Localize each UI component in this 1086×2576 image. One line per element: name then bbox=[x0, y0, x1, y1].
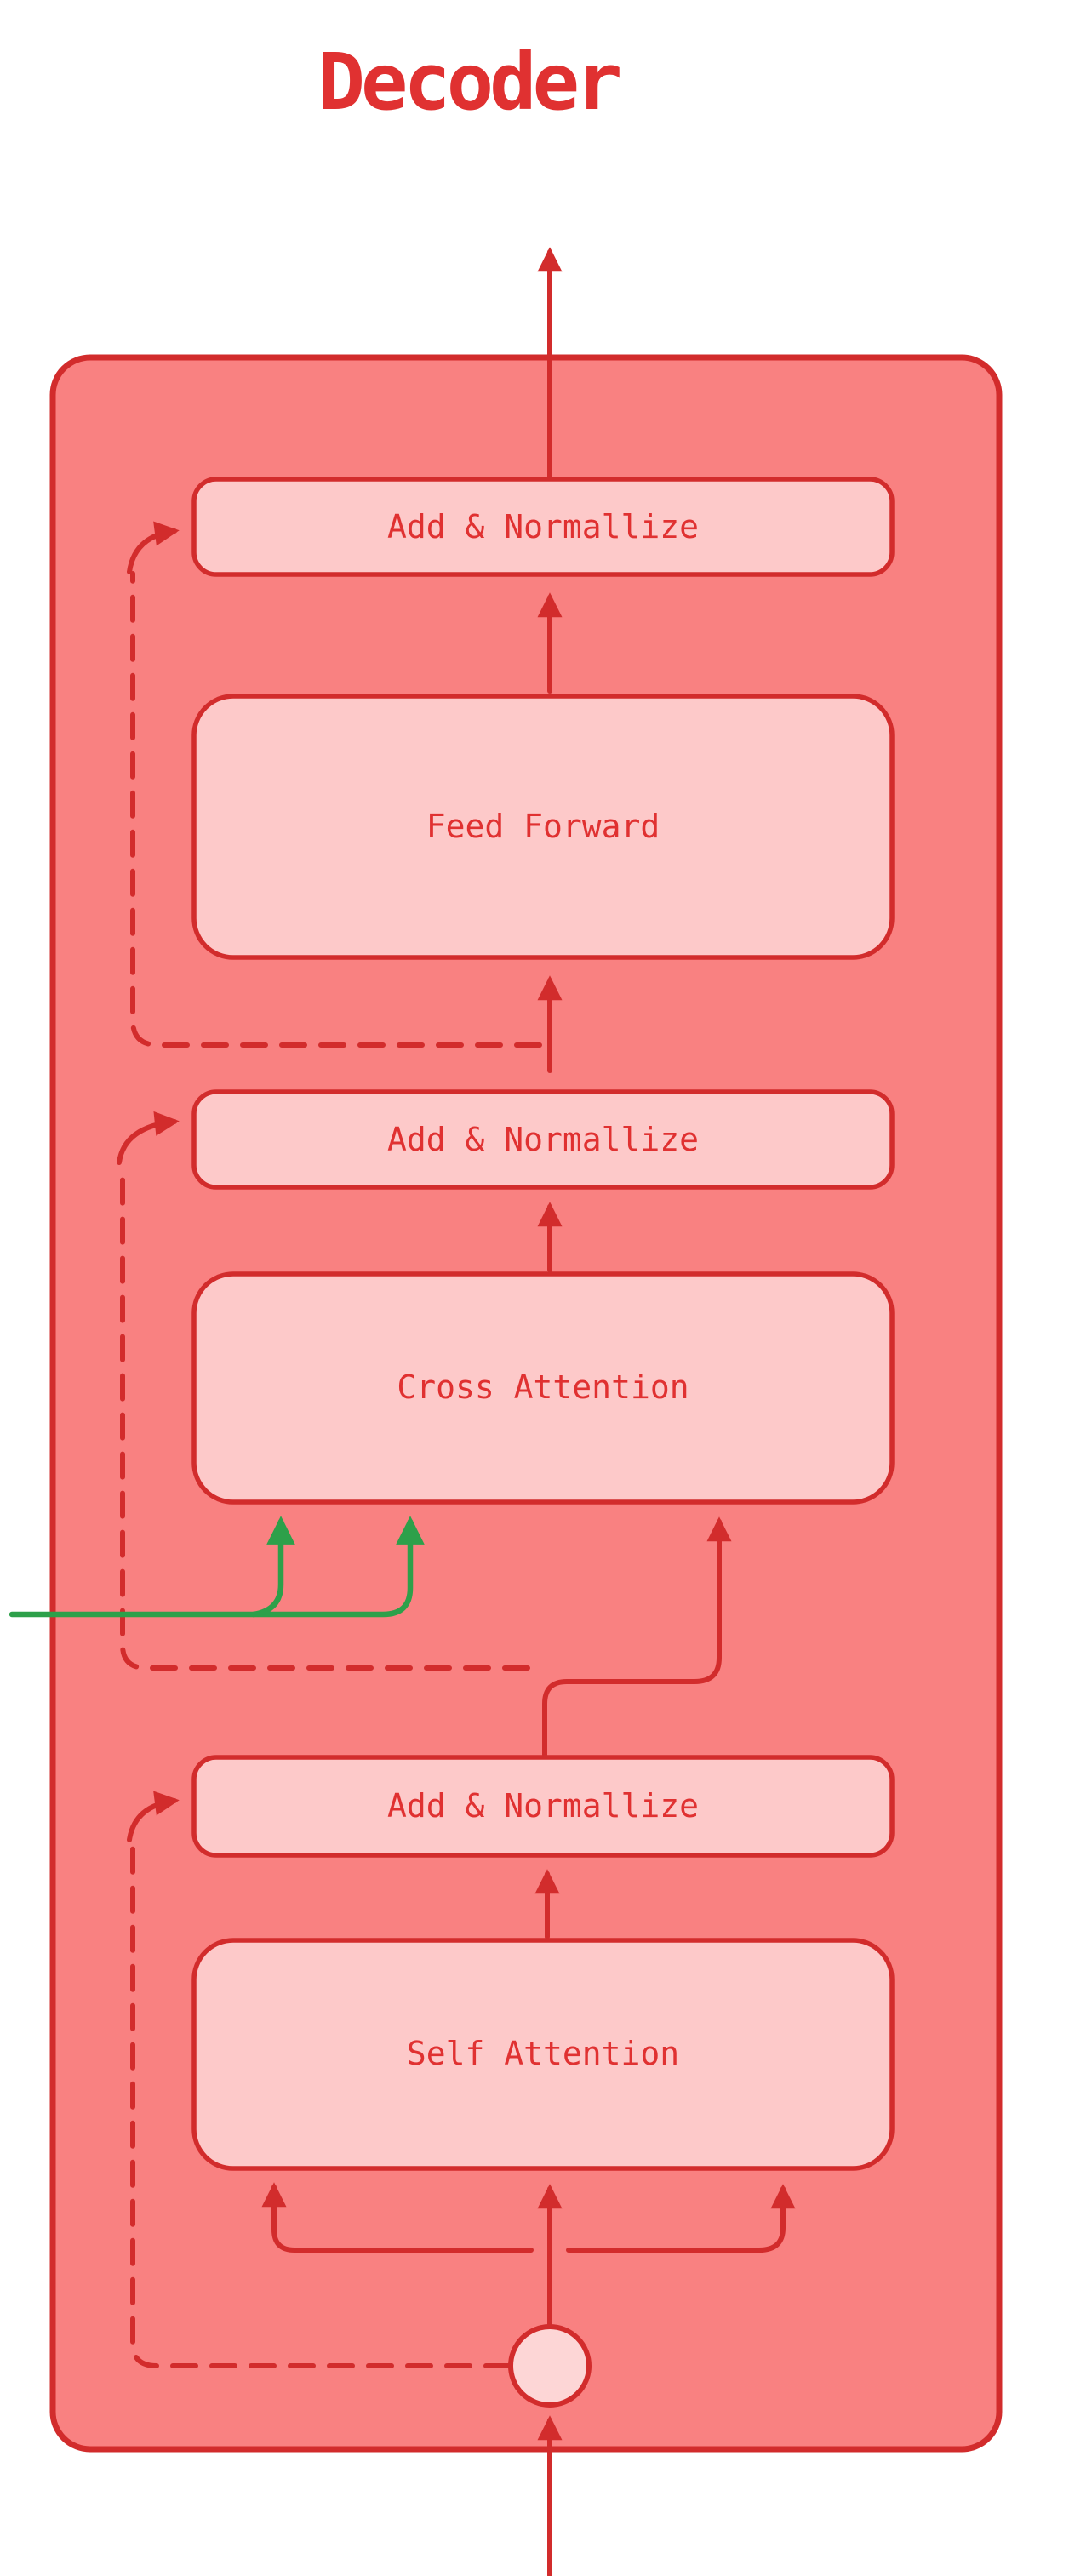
input-split-circle bbox=[508, 2324, 592, 2408]
feed-forward-block bbox=[191, 694, 895, 960]
residual-middle-arrowhead bbox=[117, 1111, 180, 1165]
residual-top-arrowhead bbox=[127, 521, 180, 574]
split-right-arrow bbox=[566, 2184, 796, 2253]
encoder-input-main-arrow bbox=[9, 1516, 425, 1618]
addnorm-middle-label: Add & Normallize bbox=[387, 1121, 699, 1158]
feed-forward-label: Feed Forward bbox=[426, 808, 660, 845]
cross-attention-block bbox=[191, 1271, 895, 1505]
addnorm-top-label: Add & Normallize bbox=[387, 508, 699, 545]
residual-middle-dashed-line bbox=[120, 1163, 530, 1671]
addnorm-bottom-label: Add & Normallize bbox=[387, 1787, 699, 1825]
self-attention-block bbox=[191, 1938, 895, 2171]
addnorm-bottom-block bbox=[191, 1755, 895, 1858]
diagram-title: Decoder bbox=[318, 37, 620, 128]
residual-top-dashed-line bbox=[130, 571, 542, 1048]
query-elbow-arrow bbox=[542, 1516, 732, 1757]
residual-bottom-dashed-line bbox=[130, 1839, 512, 2368]
addnorm-middle-block bbox=[191, 1089, 895, 1190]
cross-attention-label: Cross Attention bbox=[397, 1368, 689, 1406]
split-left-arrow bbox=[261, 2182, 534, 2253]
self-attention-label: Self Attention bbox=[407, 2035, 679, 2072]
encoder-input-branch-arrow bbox=[250, 1516, 295, 1618]
residual-bottom-arrowhead bbox=[127, 1791, 180, 1842]
addnorm-top-block bbox=[191, 477, 895, 577]
